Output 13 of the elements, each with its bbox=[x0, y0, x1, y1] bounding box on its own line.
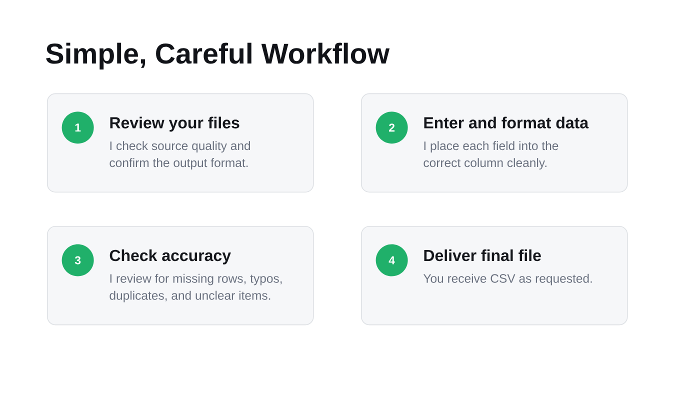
step-heading: Enter and format data bbox=[424, 116, 589, 128]
title: Simple, Careful Workflow bbox=[46, 42, 390, 70]
step-number-badge: 1 bbox=[62, 112, 94, 144]
step-heading: Review your files bbox=[110, 116, 240, 132]
step-description: I review for missing rows, typos, duplicates, and unclear items. bbox=[110, 274, 282, 302]
step-number-badge: 4 bbox=[376, 244, 408, 276]
step-number-badge: 3 bbox=[62, 244, 94, 276]
step-number-badge: 2 bbox=[376, 112, 408, 144]
step-heading: Check accuracy bbox=[110, 249, 231, 264]
step-heading: Deliver final file bbox=[424, 249, 541, 262]
step-description: I check source quality and confirm the output format. bbox=[110, 141, 250, 170]
step-description: I place each field into the correct column cleanly. bbox=[424, 141, 558, 170]
step-description: You receive CSV as requested. bbox=[423, 274, 592, 286]
